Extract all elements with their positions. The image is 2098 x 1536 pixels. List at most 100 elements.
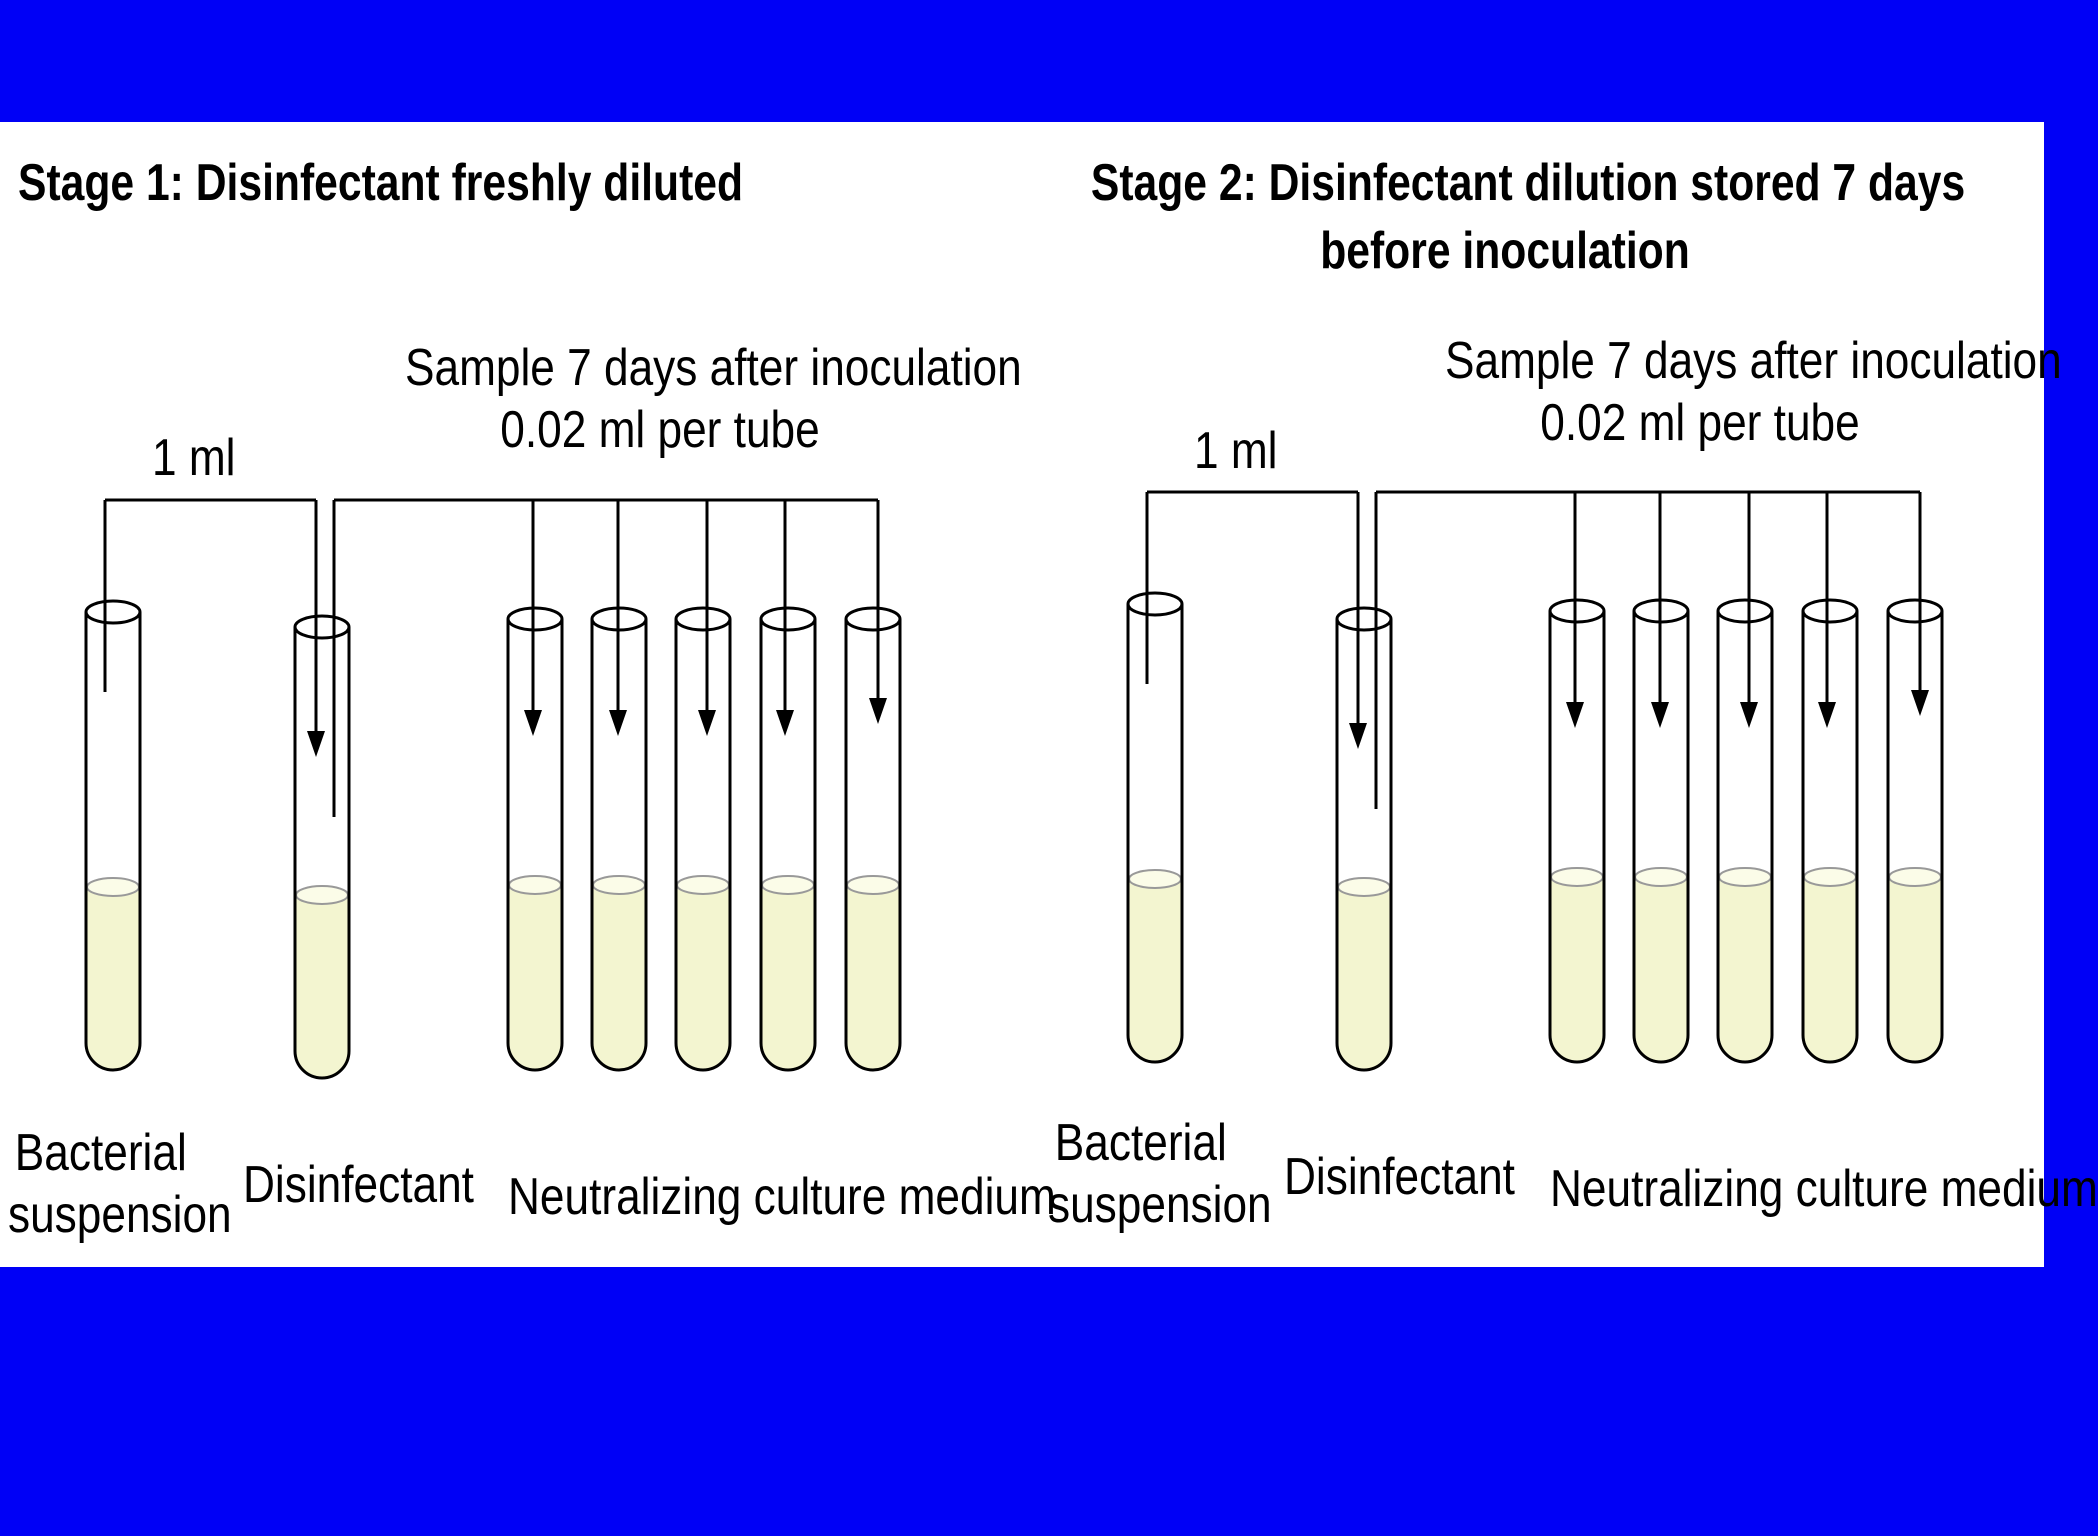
- tube-liquid: [1337, 887, 1391, 1070]
- tube-rim: [1886, 598, 1944, 624]
- stage-2-title-line2: before inoculation: [1320, 221, 1690, 280]
- stage-2-sample-label: Sample 7 days after inoculation 0.02 ml …: [1445, 330, 2062, 455]
- stage-1-bacterial-line2: suspension: [8, 1186, 232, 1245]
- stage-1-sample-arrow-4-head: [776, 710, 794, 736]
- tube-rim: [1716, 598, 1774, 624]
- stage-1-medium-tube-3: [674, 606, 732, 1072]
- liquid-surface: [1128, 869, 1182, 889]
- stage-1-sample-line2: 0.02 ml per tube: [500, 401, 820, 460]
- tube-wall: [759, 619, 817, 1072]
- tube-liquid: [1718, 877, 1772, 1062]
- tube-rim: [759, 606, 817, 632]
- stage-1-title: Stage 1: Disinfectant freshly diluted: [18, 154, 744, 212]
- tube-rim: [506, 606, 564, 632]
- tube-rim: [1801, 598, 1859, 624]
- stage-2-transfer-arrow-head: [1349, 723, 1367, 749]
- stage-1-bacterial-line1: Bacterial: [14, 1124, 187, 1182]
- tube-liquid: [508, 885, 562, 1070]
- tube-wall: [1335, 619, 1393, 1072]
- stage-1-transfer-arrow-head: [307, 731, 325, 757]
- tube-liquid: [1128, 879, 1182, 1062]
- stage-2-sample-arrow-3-head: [1740, 702, 1758, 728]
- tube-rim: [674, 606, 732, 632]
- liquid-surface: [1888, 867, 1942, 887]
- stage-1-medium-tube-1: [506, 606, 564, 1072]
- stage-1-sample-line1: Sample 7 days after inoculation: [405, 339, 1022, 397]
- stage-2-medium-tube-2: [1632, 598, 1690, 1064]
- tube-liquid: [1550, 877, 1604, 1062]
- stage-2-medium-tube-1: [1548, 598, 1606, 1064]
- stage-1-sample-arrow-2-head: [609, 710, 627, 736]
- diagram-canvas: [84, 490, 1944, 1080]
- liquid-surface: [676, 875, 730, 895]
- stage-2-disinfectant-label: Disinfectant: [1284, 1148, 1515, 1206]
- tube-liquid: [1888, 877, 1942, 1062]
- stage-1-bacterial-tube: [84, 599, 142, 1072]
- liquid-surface: [1550, 867, 1604, 887]
- stage-2-medium-tube-5: [1886, 598, 1944, 1064]
- tube-rim: [1126, 591, 1184, 617]
- tube-liquid: [295, 895, 349, 1078]
- tube-wall: [1716, 611, 1774, 1064]
- stage-1-medium-label: Neutralizing culture medium: [508, 1168, 1056, 1226]
- tube-liquid: [1803, 877, 1857, 1062]
- tube-rim: [844, 606, 902, 632]
- stage-2-bacterial-label: Bacterial suspension: [1048, 1112, 1272, 1237]
- tube-wall: [1886, 611, 1944, 1064]
- stage-1-bacterial-label: Bacterial suspension: [8, 1122, 232, 1247]
- liquid-surface: [1718, 867, 1772, 887]
- tube-liquid: [846, 885, 900, 1070]
- tube-wall: [674, 619, 732, 1072]
- tube-wall: [590, 619, 648, 1072]
- liquid-surface: [1803, 867, 1857, 887]
- stage-2-bacterial-tube: [1126, 591, 1184, 1064]
- stage-2-title-line1: Stage 2: Disinfectant dilution stored 7 …: [1090, 154, 1966, 212]
- liquid-surface: [1634, 867, 1688, 887]
- stage-1-disinfectant-tube: [293, 614, 351, 1080]
- liquid-surface: [846, 875, 900, 895]
- tube-liquid: [676, 885, 730, 1070]
- tube-wall: [293, 627, 351, 1080]
- stage-1-sample-arrow-5-head: [869, 698, 887, 724]
- stage-1-medium-tube-5: [844, 606, 902, 1072]
- tube-liquid: [1634, 877, 1688, 1062]
- stage-2-sample-arrow-2-head: [1651, 702, 1669, 728]
- tube-rim: [1548, 598, 1606, 624]
- stage-2-sample-arrow-1-head: [1566, 702, 1584, 728]
- stage-1-sample-arrow-3-head: [698, 710, 716, 736]
- liquid-surface: [295, 885, 349, 905]
- diagram-panel: Stage 1: Disinfectant freshly diluted Sa…: [0, 122, 2098, 1267]
- stage-1-medium-tube-4: [759, 606, 817, 1072]
- tube-wall: [1548, 611, 1606, 1064]
- tube-wall: [1632, 611, 1690, 1064]
- stage-1-sample-arrow-1-head: [524, 710, 542, 736]
- stage-1-disinfectant-label: Disinfectant: [243, 1156, 474, 1214]
- tube-rim: [84, 599, 142, 625]
- tube-wall: [1126, 604, 1184, 1064]
- stage-2-transfer-label: 1 ml: [1194, 422, 1278, 480]
- tube-rim: [293, 614, 351, 640]
- stage-1-sample-label: Sample 7 days after inoculation 0.02 ml …: [405, 337, 1022, 462]
- liquid-surface: [86, 877, 140, 897]
- stage-2-medium-label: Neutralizing culture medium: [1550, 1160, 2098, 1218]
- stage-2-sample-arrow-5-head: [1911, 690, 1929, 716]
- stage-2-bacterial-line2: suspension: [1048, 1176, 1272, 1235]
- liquid-surface: [592, 875, 646, 895]
- tube-wall: [506, 619, 564, 1072]
- tube-wall: [84, 612, 142, 1072]
- stage-2-sample-arrow-4-head: [1818, 702, 1836, 728]
- stage-2-bacterial-line1: Bacterial: [1054, 1114, 1227, 1172]
- stage-1-transfer-label: 1 ml: [152, 429, 236, 487]
- stage-2-medium-tube-4: [1801, 598, 1859, 1064]
- liquid-surface: [1337, 877, 1391, 897]
- stage-2-title: Stage 2: Disinfectant dilution stored 7 …: [1090, 150, 1966, 285]
- tube-wall: [1801, 611, 1859, 1064]
- stage-1-medium-tube-2: [590, 606, 648, 1072]
- tube-liquid: [761, 885, 815, 1070]
- liquid-surface: [761, 875, 815, 895]
- tube-liquid: [86, 887, 140, 1070]
- stage-2-sample-line2: 0.02 ml per tube: [1540, 394, 1860, 453]
- tube-rim: [1335, 606, 1393, 632]
- liquid-surface: [508, 875, 562, 895]
- tube-wall: [844, 619, 902, 1072]
